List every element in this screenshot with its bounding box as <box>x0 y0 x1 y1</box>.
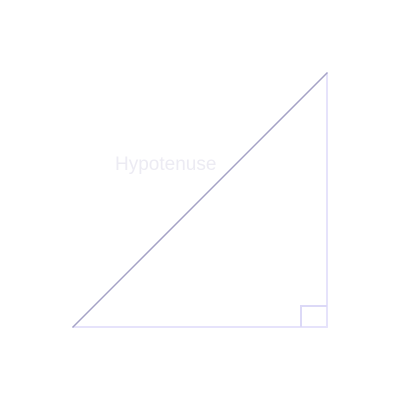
hypotenuse-label: Hypotenuse <box>115 154 216 175</box>
triangle-hypotenuse <box>72 72 328 328</box>
right-angle-marker <box>300 305 327 327</box>
